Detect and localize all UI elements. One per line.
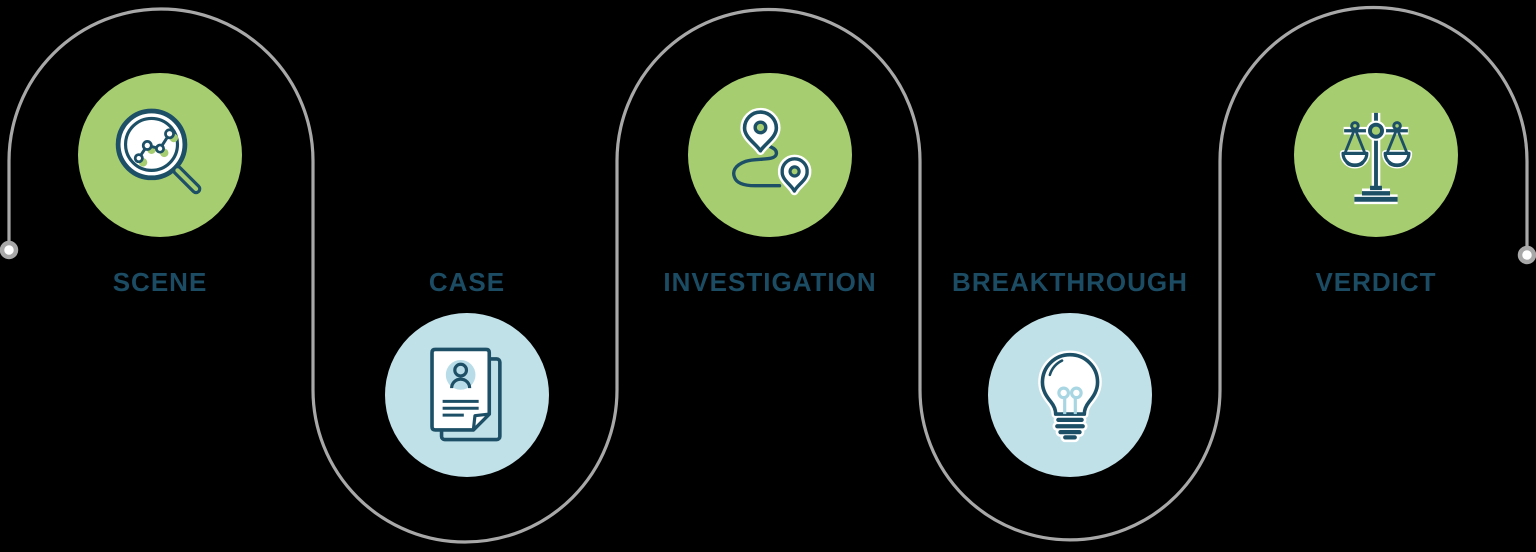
verdict-bubble (1294, 73, 1458, 237)
path-start-dot (0, 240, 19, 260)
step-label-verdict: VERDICT (1315, 267, 1437, 297)
serpentine-line (7, 5, 1529, 544)
path-end-dot (1517, 245, 1536, 265)
scene-bubble (78, 73, 242, 237)
step-label-scene: SCENE (112, 267, 208, 297)
step-investigation: INVESTIGATION (640, 0, 900, 552)
breakthrough-bubble (988, 313, 1152, 477)
investigation-bubble (688, 73, 852, 237)
step-scene: SCENE (30, 0, 290, 552)
magnifier-evidence-icon (115, 108, 202, 195)
lightbulb-icon (1038, 350, 1102, 443)
step-case: CASE (337, 0, 597, 552)
step-label-investigation: INVESTIGATION (663, 267, 877, 297)
case-bubble (385, 313, 549, 477)
scales-of-justice-icon (1339, 112, 1413, 205)
step-label-breakthrough: BREAKTHROUGH (952, 267, 1188, 297)
step-verdict: VERDICT (1246, 0, 1506, 552)
step-breakthrough: BREAKTHROUGH (940, 0, 1200, 552)
step-label-case: CASE (428, 267, 506, 297)
case-file-icon (430, 347, 502, 442)
route-map-pins-icon (732, 107, 812, 196)
